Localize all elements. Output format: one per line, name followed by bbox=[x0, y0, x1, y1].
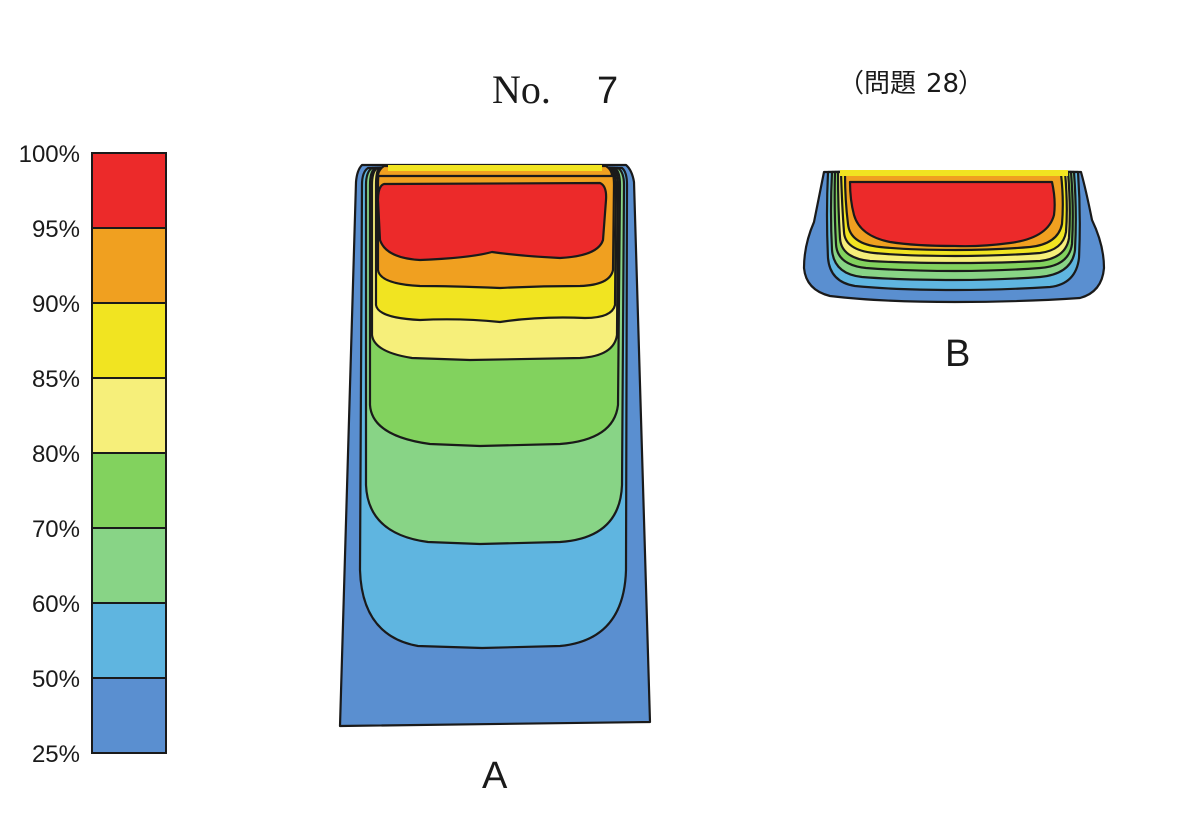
legend-tick-label: 95% bbox=[32, 216, 80, 243]
figure-b-zone-95 bbox=[848, 180, 1056, 248]
legend-band-95-100 bbox=[91, 152, 167, 229]
figure-b-label: B bbox=[945, 333, 970, 375]
legend-band-90-95 bbox=[91, 227, 167, 304]
problem-ref: （問題 bbox=[838, 69, 916, 99]
legend-tick-label: 50% bbox=[32, 666, 80, 693]
legend-band-70-80 bbox=[91, 452, 167, 529]
legend-tick-label: 25% bbox=[32, 741, 80, 768]
figure-a bbox=[338, 163, 652, 728]
legend-bands bbox=[91, 152, 167, 754]
problem-num: 28 bbox=[926, 69, 959, 99]
legend-tick-label: 90% bbox=[32, 291, 80, 318]
legend-tick-label: 80% bbox=[32, 441, 80, 468]
legend-ticks: 100% 95% 90% 85% 80% 70% 60% 50% 25% bbox=[19, 141, 80, 768]
legend-band-80-85 bbox=[91, 377, 167, 454]
header: No. 7 （問題 28 ） bbox=[492, 67, 984, 112]
legend-tick-label: 100% bbox=[19, 141, 80, 168]
figure-a-top-stripe bbox=[388, 165, 602, 171]
color-legend: 100% 95% 90% 85% 80% 70% 60% 50% 25% bbox=[19, 141, 167, 768]
legend-tick-label: 85% bbox=[32, 366, 80, 393]
problem-close: ） bbox=[958, 69, 984, 99]
figure-b bbox=[802, 170, 1106, 304]
no-number: 7 bbox=[597, 70, 618, 112]
legend-tick-label: 60% bbox=[32, 591, 80, 618]
legend-band-85-90 bbox=[91, 302, 167, 379]
legend-band-60-70 bbox=[91, 527, 167, 604]
legend-band-25-50 bbox=[91, 677, 167, 754]
figure-a-label: A bbox=[482, 755, 508, 797]
figure-b-top-stripe bbox=[840, 170, 1068, 176]
no-label: No. bbox=[492, 67, 551, 112]
legend-tick-label: 70% bbox=[32, 516, 80, 543]
legend-band-50-60 bbox=[91, 602, 167, 679]
figure-a-zone-95 bbox=[376, 181, 608, 262]
